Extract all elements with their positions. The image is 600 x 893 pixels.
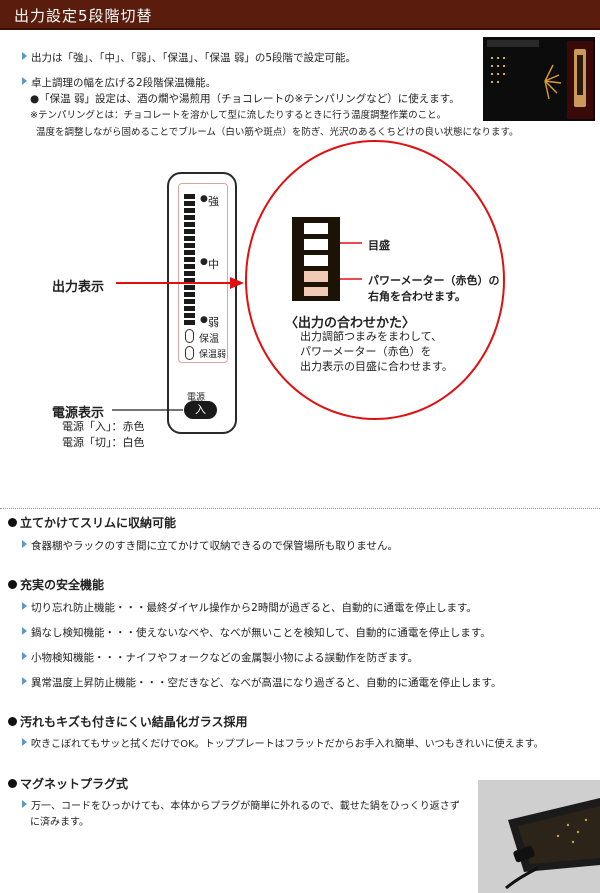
- list-item-text: 吹きこぼれてもサッと拭くだけでOK。トッププレートはフラットだからお手入れ簡単、…: [31, 739, 544, 750]
- list-item-text: 万一、コードをひっかけても、本体からプラグが簡単に外れるので、載せた鍋をひっくり…: [31, 801, 460, 812]
- bullet-arrow-icon: [22, 677, 27, 685]
- adjust-desc-line2: パワーメーター（赤色）を: [300, 345, 432, 358]
- list-item-text: 小物検知機能・・・ナイフやフォークなどの金属製小物による誤動作を防ぎます。: [31, 652, 419, 664]
- adjust-desc-line1: 出力調節つまみをまわして、: [300, 330, 443, 343]
- output-indicator-frame: ● 強 ● 中 ● 弱 保温 保温弱: [178, 183, 228, 363]
- section-heading-text: マグネットプラグ式: [20, 777, 129, 791]
- power-label: 電源: [187, 393, 206, 403]
- section-heading-text: 汚れもキズも付きにくい結晶化ガラス採用: [20, 715, 248, 729]
- list-item: 万一、コードをひっかけても、本体からプラグが簡単に外れるので、載せた鍋をひっくり…: [22, 800, 460, 814]
- zoomed-power-meter: [292, 217, 340, 301]
- level-dot: ●: [200, 194, 208, 204]
- bullet-arrow-icon: [22, 652, 27, 660]
- section-heading-storage: 立てかけてスリムに収納可能: [8, 514, 176, 531]
- section-heading-safety: 充実の安全機能: [8, 576, 104, 593]
- meter-label-line2: 右角を合わせます。: [368, 290, 466, 303]
- output-display-label: 出力表示: [52, 280, 105, 295]
- section-heading-magnet-plug: マグネットプラグ式: [8, 775, 128, 792]
- power-button[interactable]: 入: [184, 401, 217, 419]
- scale-label: 目盛: [368, 239, 390, 252]
- list-item-text: 異常温度上昇防止機能・・・空だきなど、なべが高温になり過ぎると、自動的に通電を停…: [31, 677, 502, 689]
- bullet-dot-icon: [8, 518, 17, 527]
- section-heading-text: 充実の安全機能: [20, 578, 105, 592]
- list-item: 小物検知機能・・・ナイフやフォークなどの金属製小物による誤動作を防ぎます。: [22, 651, 418, 665]
- bullet-arrow-icon: [22, 602, 27, 610]
- zoom-circle: [245, 140, 505, 420]
- list-item-text: 鍋なし検知機能・・・使えないなべや、なべが無いことを検知して、自動的に通電を停止…: [31, 627, 491, 639]
- level-medium: 中: [208, 258, 219, 271]
- meter-label-line1: パワーメーター（赤色）の: [368, 274, 500, 287]
- bullet-arrow-icon: [22, 52, 27, 60]
- bullet-dot-icon: [8, 779, 17, 788]
- bullet-dot-icon: [8, 717, 17, 726]
- bullet-arrow-icon: [22, 738, 27, 746]
- section-header-bar: 出力設定5段階切替: [0, 0, 600, 30]
- section-title: 出力設定5段階切替: [14, 7, 153, 25]
- keep-warm-low-indicator: [185, 346, 194, 360]
- bullet-arrow-icon: [22, 77, 27, 85]
- divider: [0, 508, 600, 509]
- power-meter-segments: [184, 194, 195, 349]
- keep-warm-indicator: [185, 329, 194, 343]
- magnet-plug-image: [478, 780, 600, 893]
- list-item-text: 切り忘れ防止機能・・・最終ダイヤル操作から2時間が過ぎると、自動的に通電を停止し…: [31, 602, 477, 614]
- list-item: 切り忘れ防止機能・・・最終ダイヤル操作から2時間が過ぎると、自動的に通電を停止し…: [22, 601, 477, 615]
- power-button-label: 入: [195, 403, 206, 416]
- list-item-text: 食器棚やラックのすき間に立てかけて収納できるので保管場所も取りません。: [31, 540, 398, 552]
- section-heading-text: 立てかけてスリムに収納可能: [20, 516, 177, 530]
- level-dot: ●: [200, 257, 208, 267]
- list-item: 吹きこぼれてもサッと拭くだけでOK。トッププレートはフラットだからお手入れ簡単、…: [22, 738, 544, 752]
- power-off-color: 電源「切」：白色: [62, 436, 145, 449]
- list-item: 食器棚やラックのすき間に立てかけて収納できるので保管場所も取りません。: [22, 539, 398, 553]
- list-item: 異常温度上昇防止機能・・・空だきなど、なべが高温になり過ぎると、自動的に通電を停…: [22, 676, 502, 690]
- level-keep-warm-low: 保温弱: [199, 350, 227, 360]
- level-strong: 強: [208, 195, 219, 208]
- section-heading-glass: 汚れもキズも付きにくい結晶化ガラス採用: [8, 713, 248, 730]
- adjust-heading: 〈出力の合わせかた〉: [285, 316, 416, 331]
- intro-text: 出力は「強」、「中」、「弱」、「保温」、「保温 弱」の5段階で設定可能。: [31, 52, 357, 64]
- bullet-arrow-icon: [22, 800, 27, 808]
- intro-line-output-levels: 出力は「強」、「中」、「弱」、「保温」、「保温 弱」の5段階で設定可能。: [22, 51, 356, 65]
- power-on-color: 電源「入」：赤色: [62, 420, 145, 433]
- bullet-dot-icon: [8, 580, 17, 589]
- tempering-note-detail: 温度を調整しながら固めることでブルーム（白い筋や斑点）を防ぎ、光沢のあるくちどけ…: [36, 127, 519, 138]
- control-panel: ● 強 ● 中 ● 弱 保温 保温弱 電源 入: [167, 172, 237, 434]
- bullet-arrow-icon: [22, 540, 27, 548]
- list-item-continued: に済みます。: [30, 817, 89, 828]
- bullet-arrow-icon: [22, 627, 27, 635]
- level-dot: ●: [200, 315, 208, 325]
- level-weak: 弱: [208, 316, 219, 329]
- intro-line-keep-warm: 卓上調理の幅を広げる2段階保温機能。: [22, 76, 216, 90]
- level-keep-warm: 保温: [199, 334, 219, 345]
- intro-line-keep-warm-low: ●「保温 弱」設定は、酒の燗や湯煎用（チョコレートの※テンパリングなど）に使えま…: [30, 93, 460, 105]
- adjust-desc-line3: 出力表示の目盛に合わせます。: [300, 360, 453, 373]
- tempering-note: ※テンパリングとは：チョコレートを溶かして型に流したりするときに行う温度調整作業…: [30, 110, 447, 121]
- power-display-label: 電源表示: [52, 406, 105, 421]
- list-item: 鍋なし検知機能・・・使えないなべや、なべが無いことを検知して、自動的に通電を停止…: [22, 626, 491, 640]
- product-closeup-image: [483, 37, 595, 121]
- intro-text: 卓上調理の幅を広げる2段階保温機能。: [31, 77, 217, 89]
